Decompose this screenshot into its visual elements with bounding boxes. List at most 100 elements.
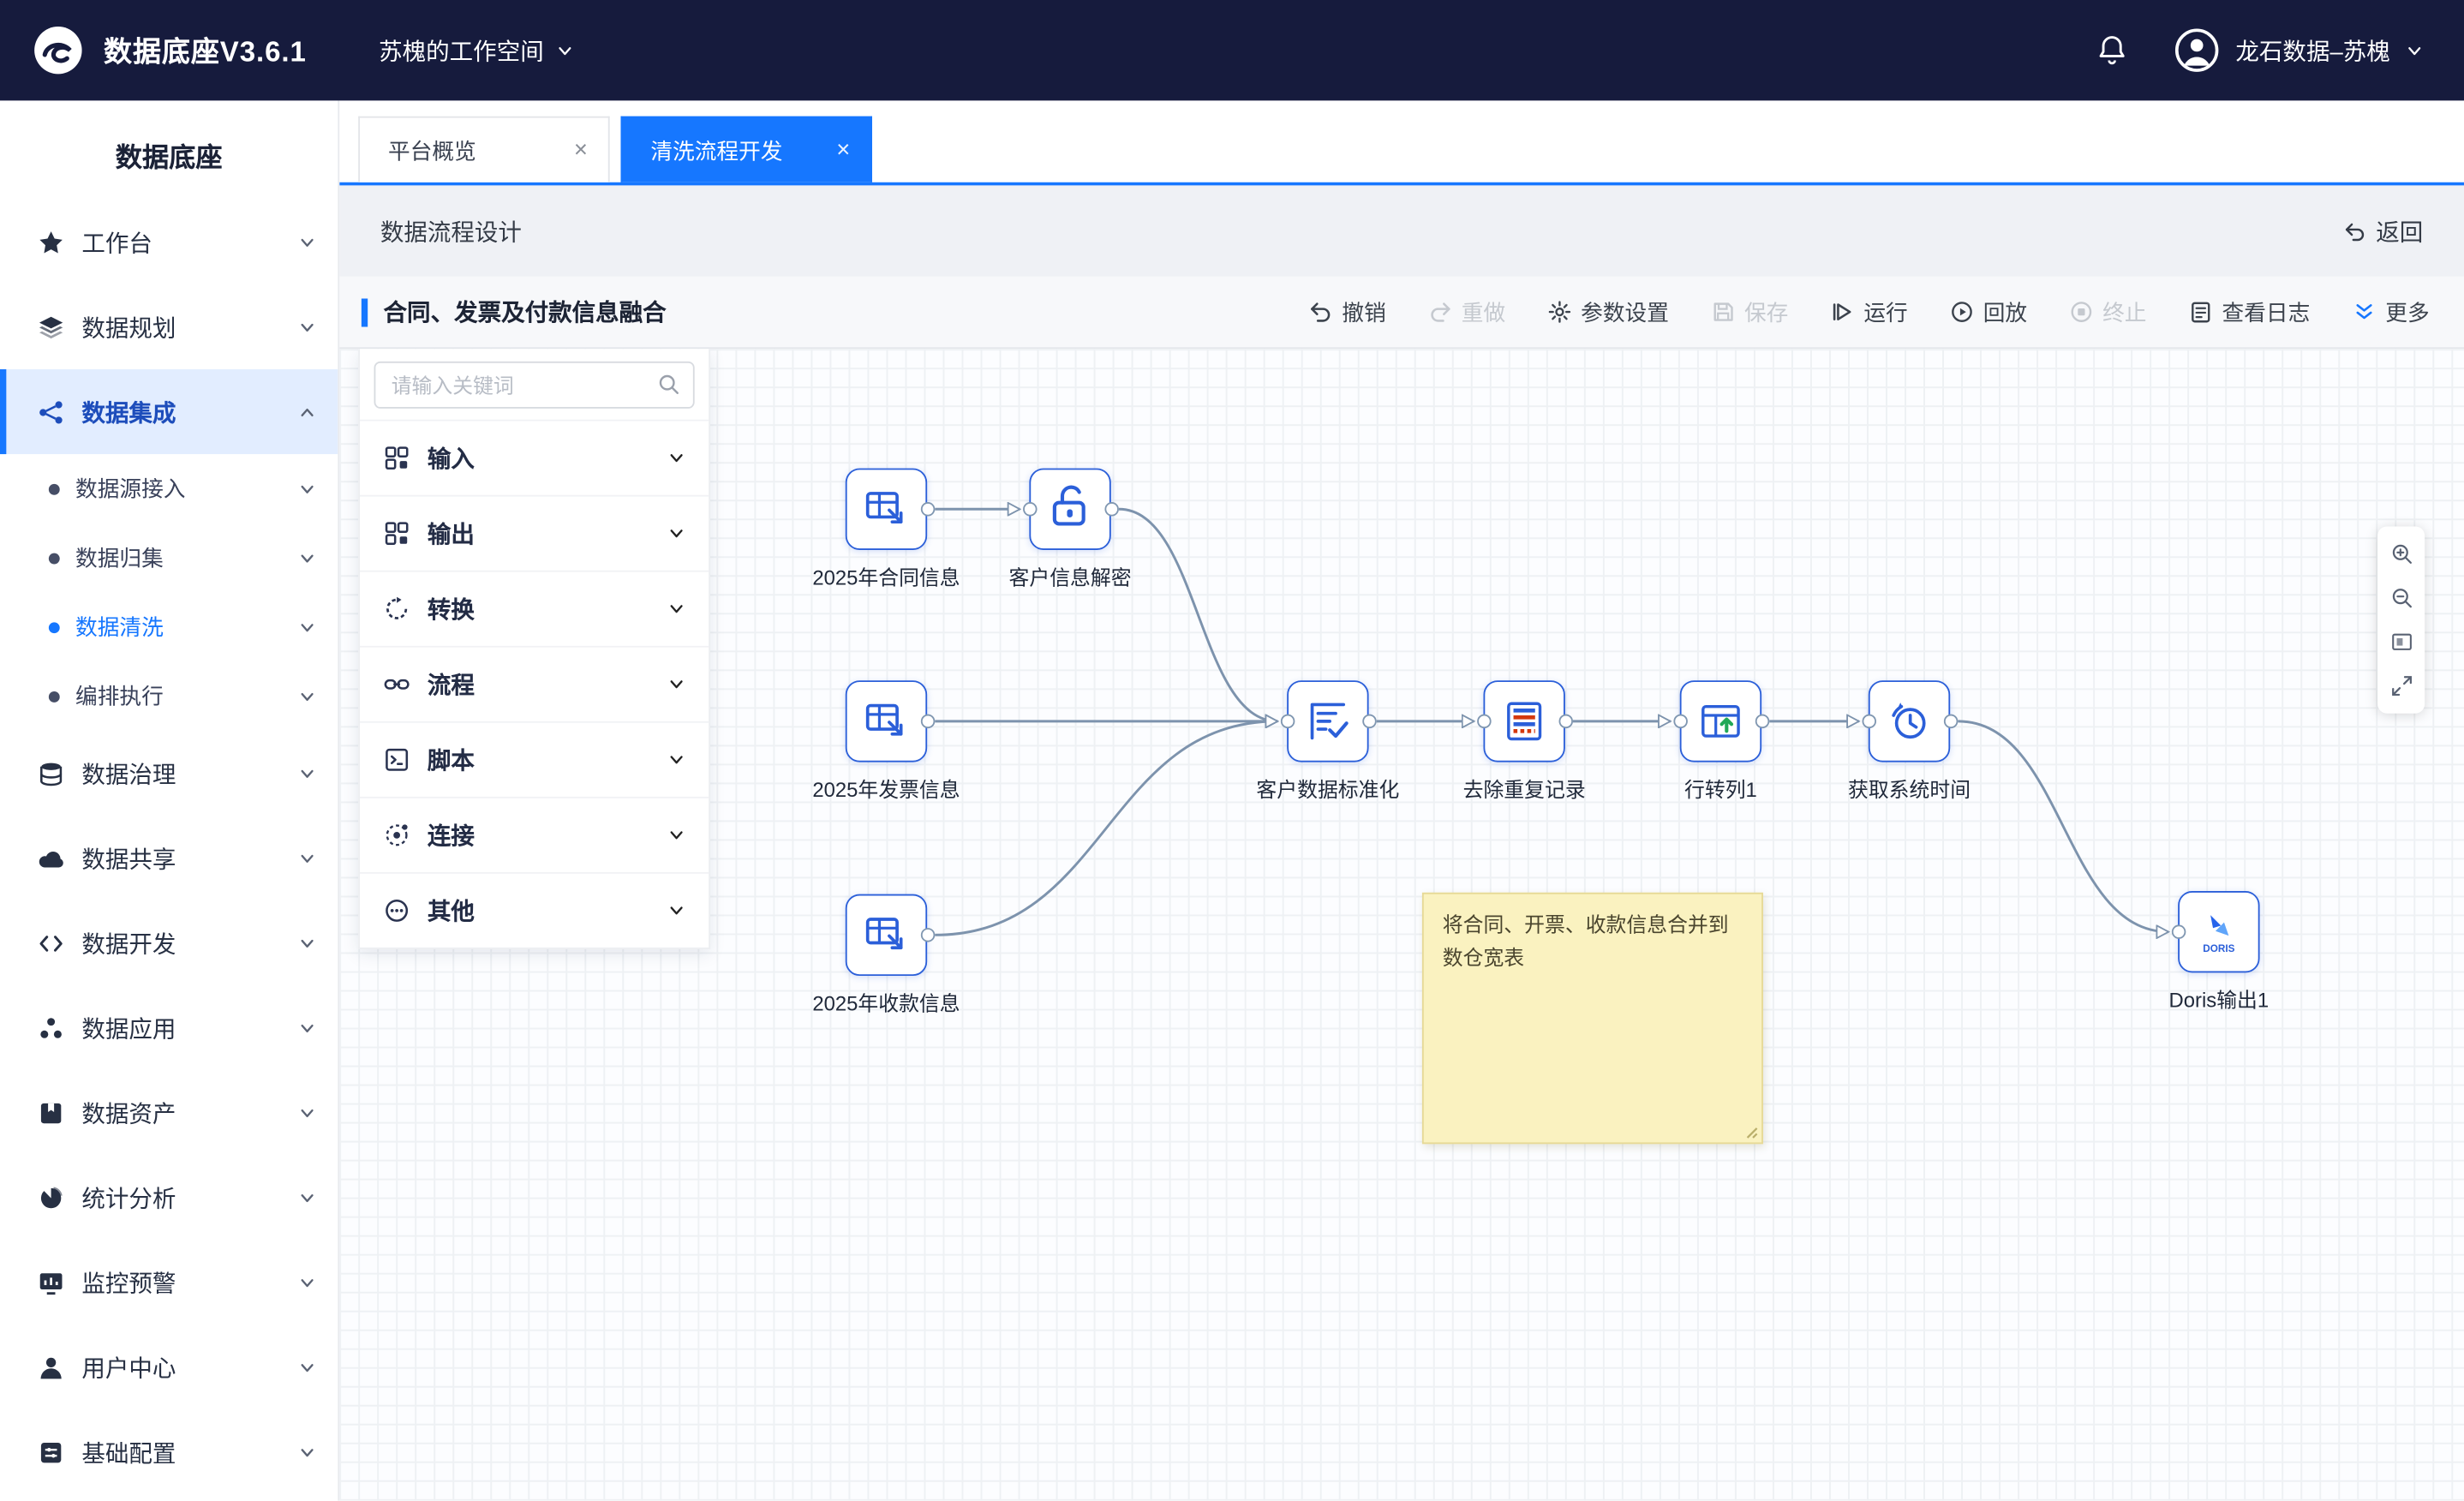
sidebar-item-data-sharing[interactable]: 数据共享	[0, 816, 338, 900]
flow-node-contract-2025[interactable]: 2025年合同信息	[812, 468, 960, 589]
toolbar-button-run[interactable]: 运行	[1831, 296, 1908, 328]
sidebar-item-label: 数据开发	[81, 930, 176, 958]
integration-icon	[38, 398, 64, 425]
flow-canvas[interactable]: 2025年合同信息 客户信息解密 2025年发票信息 2025年收款信息 客户数…	[339, 349, 2464, 1501]
input-port[interactable]	[1279, 714, 1295, 729]
flow-node-doris-out[interactable]: DORIS Doris输出1	[2169, 890, 2269, 1012]
user-name: 龙石数据–苏槐	[2235, 38, 2390, 66]
fullscreen-button[interactable]	[2381, 667, 2422, 706]
sidebar-item-statistics[interactable]: 统计分析	[0, 1155, 338, 1240]
flow-node-payment-2025[interactable]: 2025年收款信息	[812, 894, 960, 1015]
node-label: Doris输出1	[2168, 988, 2270, 1013]
main-content: 平台概览 × 清洗流程开发 × 数据流程设计 返回 合同、发票及付款信息融合 撤…	[339, 100, 2464, 1501]
node-box[interactable]: DORIS	[2170, 890, 2260, 973]
resize-handle-icon[interactable]	[1743, 1123, 1758, 1139]
palette-group-output[interactable]: 输出	[360, 494, 709, 571]
sidebar-item-data-development[interactable]: 数据开发	[0, 900, 338, 985]
zoom-in-button[interactable]	[2381, 535, 2422, 574]
sidebar-subitem-data-collection[interactable]: 数据归集	[0, 523, 338, 593]
sidebar-item-workbench[interactable]: 工作台	[0, 200, 338, 284]
sidebar-subitem-label: 数据归集	[75, 545, 164, 571]
flow-toolbar: 合同、发票及付款信息融合 撤销 重做 参数设置 保存 运行 回放 终止 查看日志…	[339, 276, 2464, 350]
search-icon[interactable]	[657, 373, 681, 397]
app-logo-icon	[32, 24, 85, 77]
node-box[interactable]	[1279, 680, 1376, 762]
tab-platform-overview[interactable]: 平台概览 ×	[358, 116, 610, 182]
user-menu[interactable]: 龙石数据–苏槐	[2173, 27, 2423, 74]
zoom-out-button[interactable]	[2381, 578, 2422, 618]
sidebar-item-monitoring[interactable]: 监控预警	[0, 1240, 338, 1325]
node-box[interactable]	[1022, 468, 1119, 550]
output-port[interactable]	[1558, 714, 1573, 729]
flow-node-invoice-2025[interactable]: 2025年发票信息	[812, 680, 960, 801]
chevron-up-icon	[298, 403, 315, 420]
sidebar-subitem-data-cleaning[interactable]: 数据清洗	[0, 592, 338, 661]
sticky-note[interactable]: 将合同、开票、收款信息合并到数仓宽表	[1421, 892, 1763, 1145]
accent-bar	[361, 297, 368, 326]
flow-node-decrypt[interactable]: 客户信息解密	[1009, 468, 1132, 589]
flow-node-dedup[interactable]: 去除重复记录	[1463, 680, 1586, 801]
output-port[interactable]	[1103, 502, 1119, 517]
close-icon[interactable]: ×	[573, 136, 588, 164]
output-port[interactable]	[1361, 714, 1376, 729]
notifications-bell-icon[interactable]	[2094, 33, 2128, 68]
toolbar-button-param-settings[interactable]: 参数设置	[1548, 296, 1669, 328]
close-icon[interactable]: ×	[836, 136, 851, 164]
flow-node-standardize[interactable]: 客户数据标准化	[1256, 680, 1399, 801]
chevron-down-icon	[298, 1104, 315, 1121]
toolbar-button-view-logs[interactable]: 查看日志	[2189, 296, 2310, 328]
node-box[interactable]	[1672, 680, 1769, 762]
sidebar-item-data-governance[interactable]: 数据治理	[0, 731, 338, 816]
back-button[interactable]: 返回	[2343, 214, 2423, 248]
toolbar-button-more[interactable]: 更多	[2353, 296, 2430, 328]
node-box[interactable]	[845, 468, 935, 550]
sidebar-item-user-center[interactable]: 用户中心	[0, 1325, 338, 1409]
palette-group-connect[interactable]: 连接	[360, 796, 709, 872]
sidebar-item-data-application[interactable]: 数据应用	[0, 985, 338, 1070]
palette-group-label: 输入	[427, 446, 475, 474]
input-port[interactable]	[1476, 714, 1491, 729]
input-port[interactable]	[1861, 714, 1876, 729]
palette-group-flow[interactable]: 流程	[360, 645, 709, 721]
node-label: 获取系统时间	[1847, 777, 1971, 802]
sidebar-item-basic-config[interactable]: 基础配置	[0, 1409, 338, 1494]
chevron-down-icon	[298, 1444, 315, 1461]
sidebar-subitem-orchestration[interactable]: 编排执行	[0, 661, 338, 731]
sidebar-item-data-integration[interactable]: 数据集成	[0, 369, 338, 455]
node-label: 客户数据标准化	[1256, 777, 1400, 802]
palette-group-transform[interactable]: 转换	[360, 570, 709, 646]
sidebar-item-data-assets[interactable]: 数据资产	[0, 1070, 338, 1155]
sidebar-subitem-data-source-access[interactable]: 数据源接入	[0, 454, 338, 523]
output-port[interactable]	[1942, 714, 1958, 729]
output-port[interactable]	[919, 502, 935, 517]
output-port[interactable]	[1754, 714, 1769, 729]
fit-view-button[interactable]	[2381, 622, 2422, 661]
node-box[interactable]	[845, 894, 935, 977]
toolbar-button-replay[interactable]: 回放	[1950, 296, 2027, 328]
tab-cleaning-flow-dev[interactable]: 清洗流程开发 ×	[620, 116, 872, 182]
node-box[interactable]	[1861, 680, 1958, 762]
input-port[interactable]	[1022, 502, 1037, 517]
asset-icon	[38, 1099, 64, 1126]
workspace-selector[interactable]: 苏槐的工作空间	[379, 33, 573, 67]
flow-node-pivot[interactable]: 行转列1	[1672, 680, 1769, 801]
flow-node-systime[interactable]: 获取系统时间	[1848, 680, 1971, 801]
palette-group-script[interactable]: 脚本	[360, 721, 709, 797]
node-box[interactable]	[845, 680, 935, 762]
toolbar-button-undo[interactable]: 撤销	[1309, 296, 1386, 328]
palette-group-other[interactable]: 其他	[360, 871, 709, 948]
back-arrow-icon	[2343, 219, 2367, 243]
palette-search-input[interactable]	[374, 361, 695, 409]
input-port[interactable]	[1672, 714, 1687, 729]
input-port[interactable]	[2170, 924, 2186, 939]
chevron-down-icon	[668, 902, 685, 919]
chevron-down-icon	[298, 687, 315, 704]
toolbar-button-save: 保存	[1711, 296, 1788, 328]
palette-group-input[interactable]: 输入	[360, 419, 709, 495]
output-port[interactable]	[919, 928, 935, 942]
sidebar-item-data-planning[interactable]: 数据规划	[0, 284, 338, 369]
app-title: 数据底座V3.6.1	[104, 36, 307, 68]
toolbar-button-label: 撤销	[1342, 299, 1386, 325]
node-box[interactable]	[1476, 680, 1573, 762]
output-port[interactable]	[919, 714, 935, 729]
